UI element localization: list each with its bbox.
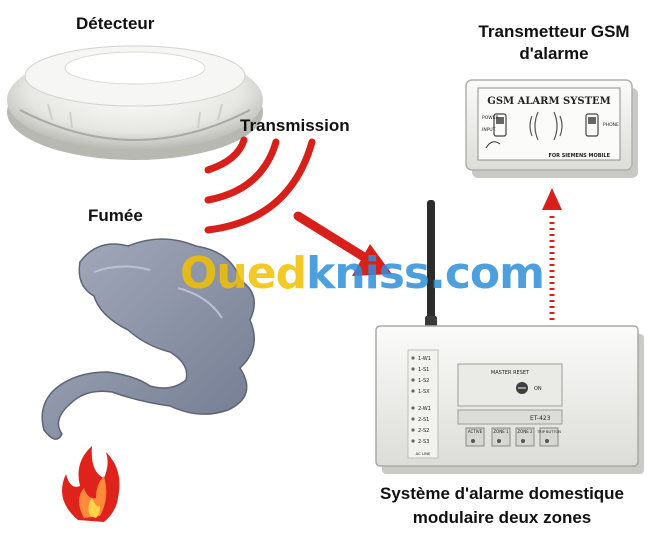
detector-label: Détecteur xyxy=(76,14,155,33)
zone-led-icon xyxy=(411,367,415,371)
zone-label: 2-S1 xyxy=(418,417,429,423)
button-label-zone1: ZONE 1 xyxy=(493,429,509,434)
panel-footer-label: AC LINE xyxy=(416,451,431,456)
zone-led-icon xyxy=(411,439,415,443)
gsm-title-line2: d'alarme xyxy=(519,44,589,63)
alarm-system-title: Système d'alarme domestique modulaire de… xyxy=(352,484,652,528)
transmission-waves-icon xyxy=(204,136,316,234)
master-reset-label: MASTER RESET xyxy=(491,370,530,376)
transmission-arrow xyxy=(293,211,392,276)
zone-label: 2-S3 xyxy=(418,439,429,445)
model-label: ET-423 xyxy=(530,415,551,422)
gsm-link-arrow xyxy=(542,188,562,320)
zone-label: 1-S1 xyxy=(418,367,429,373)
watermark-part1: Oued xyxy=(180,248,307,299)
smoke-detector-icon xyxy=(7,45,263,160)
gsm-device-title: GSM ALARM SYSTEM xyxy=(487,96,610,107)
button-label-active: ACTIVE xyxy=(468,429,483,434)
zone-led-icon xyxy=(411,389,415,393)
fire-icon xyxy=(62,446,120,522)
system-title-line2: modulaire deux zones xyxy=(412,508,592,527)
watermark: Ouedkniss.com xyxy=(180,248,545,299)
gsm-left-label-2: INPUT xyxy=(482,127,496,133)
zone-led-icon xyxy=(411,406,415,410)
zone-label: 2-S2 xyxy=(418,428,429,434)
button-label-zone2: ZONE 2 xyxy=(517,429,533,434)
zone-label: 1-S2 xyxy=(418,378,429,384)
zone-label-list: 1-W1 1-S1 1-S2 1-SX 2-W1 2-S1 2-S2 2-S3 xyxy=(411,356,431,445)
zone-led-icon xyxy=(411,428,415,432)
gsm-left-label-1: POWER xyxy=(482,115,499,121)
system-title-line1: Système d'alarme domestique xyxy=(379,484,625,503)
zone-label: 1-W1 xyxy=(418,356,431,362)
zone-led-icon xyxy=(411,356,415,360)
gsm-right-label: PHONE xyxy=(603,122,619,128)
gsm-transmitter-device xyxy=(465,79,638,178)
gsm-transmitter-title: Transmetteur GSM d'alarme xyxy=(466,22,642,64)
watermark-part2: kniss.com xyxy=(306,248,545,299)
on-label: ON xyxy=(534,386,542,392)
control-panel-device xyxy=(375,200,644,474)
smoke-cloud-icon xyxy=(41,238,255,440)
zone-led-icon xyxy=(411,417,415,421)
gsm-footer-label: FOR SIEMENS MOBILE xyxy=(548,153,610,159)
zone-led-icon xyxy=(411,378,415,382)
zone-label: 2-W1 xyxy=(418,406,431,412)
transmission-label: Transmission xyxy=(240,116,350,135)
gsm-title-line1: Transmetteur GSM xyxy=(478,22,630,41)
smoke-label: Fumée xyxy=(88,206,143,225)
button-label-trip: TRIP BUTTON xyxy=(536,430,561,434)
zone-label: 1-SX xyxy=(418,389,430,395)
